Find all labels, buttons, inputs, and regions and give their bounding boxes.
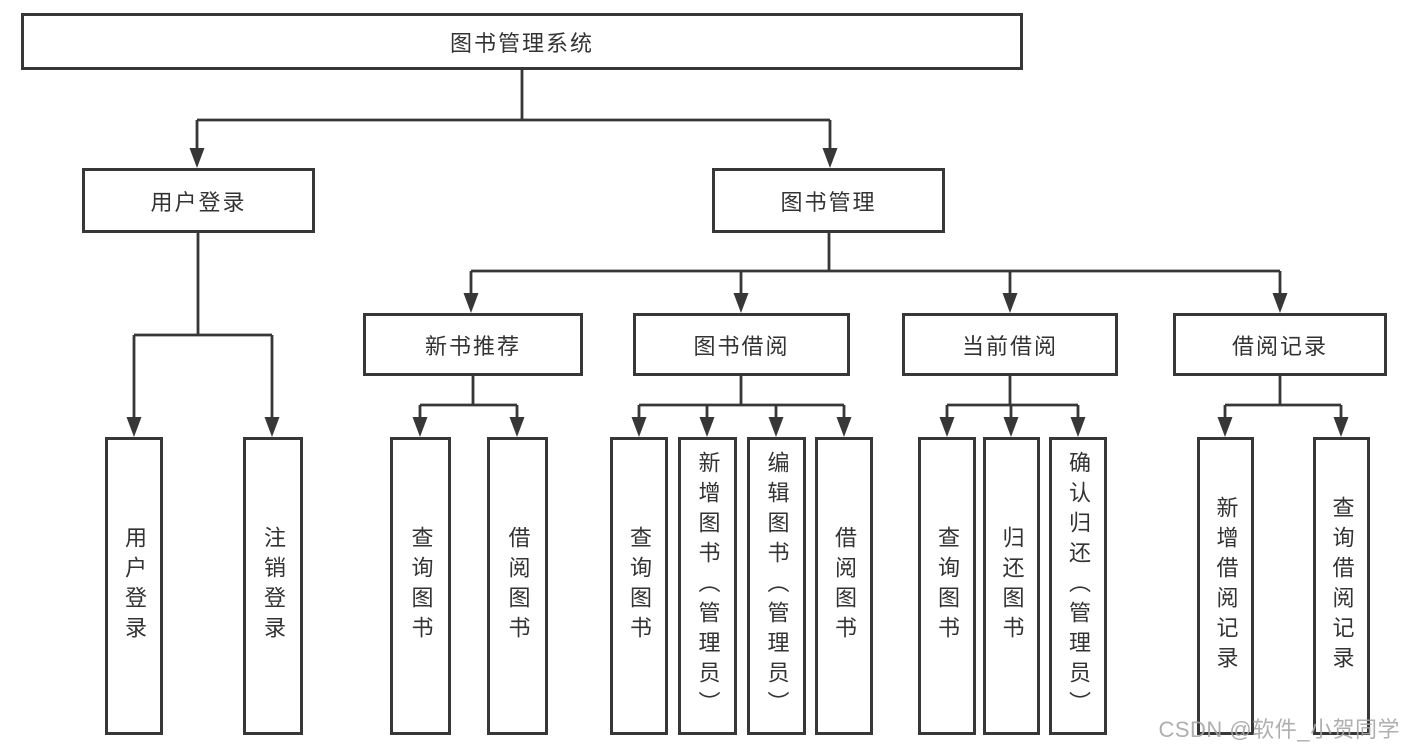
leaf-user-login-label: 用户登录 [122,526,147,646]
leaf-borrow-query-book: 查询图书 [610,437,668,735]
node-book-management-label: 图书管理 [780,189,877,215]
leaf-current-query-book-label: 查询图书 [935,526,960,646]
node-root-system: 图书管理系统 [21,13,1023,70]
leaf-current-confirm-return-admin-label: 确认归还（管理员） [1066,451,1091,721]
node-book-borrow: 图书借阅 [633,313,850,376]
leaf-borrow-add-book-admin-label: 新增图书（管理员） [695,451,721,721]
node-current-borrow-label: 当前借阅 [961,333,1058,359]
node-book-management: 图书管理 [712,168,945,233]
node-new-book-recommend: 新书推荐 [363,313,583,376]
leaf-current-return-book: 归还图书 [983,437,1040,735]
csdn-watermark: CSDN @软件_小贺同学 [1158,717,1400,742]
leaf-borrow-edit-book-admin: 编辑图书（管理员） [747,437,806,735]
leaf-borrow-add-book-admin: 新增图书（管理员） [678,437,737,735]
node-borrow-records: 借阅记录 [1173,313,1387,376]
leaf-current-confirm-return-admin: 确认归还（管理员） [1049,437,1107,735]
leaf-borrow-borrow-book: 借阅图书 [815,437,873,735]
leaf-borrow-edit-book-admin-label: 编辑图书（管理员） [764,451,790,721]
leaf-records-add-record: 新增借阅记录 [1197,437,1254,735]
leaf-borrow-borrow-book-label: 借阅图书 [832,526,857,646]
node-book-borrow-label: 图书借阅 [693,333,790,359]
leaf-logout-label: 注销登录 [261,526,286,646]
leaf-borrow-query-book-label: 查询图书 [627,526,652,646]
leaf-current-query-book: 查询图书 [918,437,976,735]
leaf-current-return-book-label: 归还图书 [999,526,1025,646]
node-user-login: 用户登录 [82,168,315,233]
leaf-recommend-borrow-book-label: 借阅图书 [505,526,531,646]
leaf-records-query-record-label: 查询借阅记录 [1329,496,1355,676]
leaf-logout: 注销登录 [243,437,303,735]
node-root-system-label: 图书管理系统 [449,30,594,56]
node-current-borrow: 当前借阅 [902,313,1118,376]
leaf-user-login: 用户登录 [105,437,163,735]
leaf-recommend-query-book: 查询图书 [390,437,451,735]
node-user-login-label: 用户登录 [150,189,247,215]
leaf-records-add-record-label: 新增借阅记录 [1213,496,1239,676]
leaf-records-query-record: 查询借阅记录 [1313,437,1370,735]
node-new-book-recommend-label: 新书推荐 [424,333,521,359]
node-borrow-records-label: 借阅记录 [1231,333,1328,359]
leaf-recommend-query-book-label: 查询图书 [408,526,434,646]
leaf-recommend-borrow-book: 借阅图书 [487,437,548,735]
